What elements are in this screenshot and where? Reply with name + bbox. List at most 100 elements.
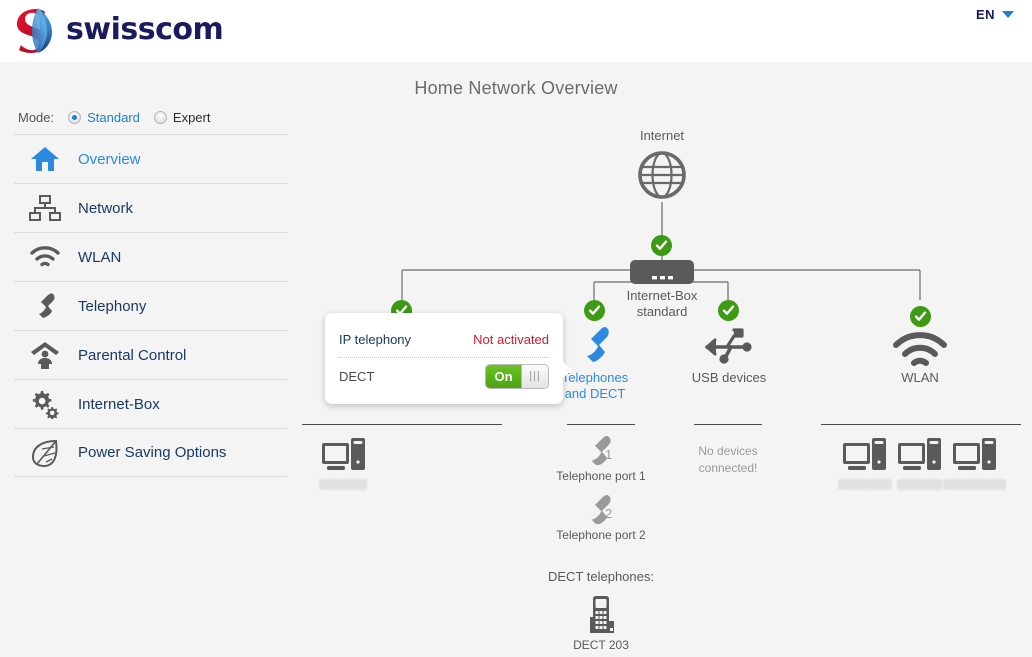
sidebar-item-internet-box-label: Internet-Box — [78, 395, 160, 413]
telephone-port-1[interactable]: 1 Telephone port 1 — [541, 434, 661, 483]
sidebar-item-network-label: Network — [78, 199, 134, 217]
desktop-pc-icon — [831, 436, 899, 476]
phone-handset-icon — [28, 289, 62, 323]
ip-telephony-label: IP telephony — [339, 331, 412, 347]
device-ethernet-1[interactable] — [310, 436, 378, 490]
sidebar-item-parental-control-label: Parental Control — [78, 346, 187, 364]
sidebar-item-overview[interactable]: Overview — [14, 134, 287, 183]
usb-empty-line1: No devices — [698, 444, 758, 458]
telephone-port-1-badge: 1 — [605, 447, 613, 462]
node-internet-label: Internet — [639, 128, 685, 143]
node-telephony-label-line2[interactable]: and DECT — [564, 386, 626, 401]
column-separator-telephony — [567, 424, 635, 425]
device-label-blurred — [320, 479, 368, 490]
popup-row-ip-telephony: IP telephony Not activated — [339, 321, 549, 357]
brand-logo[interactable]: swisscom — [14, 6, 224, 54]
grip-lines-icon: ||| — [521, 364, 548, 388]
dect-toggle-state-label: On — [486, 364, 521, 388]
node-router-label-line2: standard — [636, 304, 688, 319]
desktop-pc-icon — [886, 436, 954, 476]
sidebar-item-wlan[interactable]: WLAN — [14, 232, 287, 281]
popup-row-dect: DECT On ||| — [339, 358, 549, 394]
column-separator-wlan — [821, 424, 1021, 425]
desktop-pc-icon — [310, 436, 378, 476]
language-selector[interactable]: EN — [976, 7, 1014, 22]
column-separator-ethernet — [302, 424, 502, 425]
check-icon — [655, 240, 668, 250]
device-wlan-1[interactable] — [831, 436, 899, 490]
wifi-icon — [870, 332, 970, 366]
phone-handset-grey-icon: 1 — [541, 434, 661, 466]
globe-icon — [612, 149, 712, 201]
check-icon — [914, 311, 927, 321]
brand-name: swisscom — [66, 12, 224, 47]
dect-handset-icon — [561, 595, 641, 635]
telephone-port-2-label: Telephone port 2 — [556, 528, 646, 542]
device-label-blurred — [839, 479, 891, 490]
network-tree-icon — [28, 191, 62, 225]
leaf-icon — [28, 436, 62, 470]
status-badge-internet — [651, 235, 672, 256]
usb-icon — [679, 328, 779, 366]
check-icon — [722, 305, 735, 315]
sidebar-item-telephony[interactable]: Telephony — [14, 281, 287, 330]
telephony-info-popup: IP telephony Not activated DECT On ||| — [325, 313, 572, 404]
mode-option-expert[interactable]: Expert — [153, 110, 210, 125]
sidebar-item-power-saving-options-label: Power Saving Options — [78, 444, 227, 461]
wifi-icon — [28, 240, 62, 274]
status-badge-telephony — [584, 300, 605, 321]
mode-switcher: Mode: Standard Expert — [0, 100, 290, 134]
router-box-icon — [607, 260, 717, 284]
dect-label: DECT — [339, 368, 375, 384]
sidebar-item-overview-label: Overview — [78, 150, 141, 168]
popup-divider — [339, 357, 549, 358]
node-usb-label: USB devices — [691, 370, 767, 385]
page-title: Home Network Overview — [414, 78, 618, 98]
telephone-port-2[interactable]: 2 Telephone port 2 — [541, 493, 661, 542]
node-internet[interactable]: Internet — [612, 128, 712, 201]
check-icon — [588, 305, 601, 315]
device-wlan-3[interactable] — [941, 436, 1009, 490]
device-label-blurred — [898, 479, 942, 490]
status-badge-wlan — [910, 306, 931, 327]
gears-icon — [28, 387, 62, 421]
mode-option-standard-label: Standard — [87, 109, 140, 125]
sidebar-item-wlan-label: WLAN — [78, 248, 122, 266]
language-label: EN — [975, 7, 995, 22]
network-diagram: Internet Internet-Box standard — [280, 100, 1032, 657]
sidebar-item-internet-box[interactable]: Internet-Box — [14, 379, 287, 428]
radio-standard-icon[interactable] — [68, 110, 82, 124]
radio-expert-icon[interactable] — [153, 110, 167, 124]
desktop-pc-icon — [941, 436, 1009, 476]
node-telephony[interactable]: Telephones and DECT — [552, 324, 638, 402]
sidebar-item-network[interactable]: Network — [14, 183, 287, 232]
sidebar-item-power-saving-options[interactable]: Power Saving Options — [14, 428, 287, 477]
dect-toggle[interactable]: On ||| — [485, 363, 549, 389]
node-telephony-label-line1[interactable]: Telephones — [561, 370, 629, 385]
parental-control-icon — [28, 338, 62, 372]
mode-option-standard[interactable]: Standard — [68, 110, 140, 125]
sidebar-item-parental-control[interactable]: Parental Control — [14, 330, 287, 379]
ip-telephony-status: Not activated — [473, 331, 549, 347]
dect-device-1-label: DECT 203 — [573, 638, 629, 652]
device-wlan-2[interactable] — [886, 436, 954, 490]
app-header: swisscom EN — [0, 0, 1032, 62]
node-router-label-line1: Internet-Box — [626, 288, 698, 303]
node-usb[interactable]: USB devices — [679, 328, 779, 386]
dect-device-1[interactable]: DECT 203 — [561, 595, 641, 652]
node-wlan-label: WLAN — [901, 370, 939, 385]
status-badge-usb — [718, 300, 739, 321]
sidebar: Mode: Standard Expert Overview Network — [0, 100, 290, 477]
usb-empty-state: No devices connected! — [688, 443, 768, 477]
phone-handset-blue-icon — [552, 324, 638, 366]
sidebar-item-telephony-label: Telephony — [78, 297, 147, 315]
node-wlan[interactable]: WLAN — [870, 332, 970, 386]
column-separator-usb — [694, 424, 762, 425]
usb-empty-line2: connected! — [698, 461, 758, 475]
telephone-port-1-label: Telephone port 1 — [556, 469, 646, 483]
node-router[interactable]: Internet-Box standard — [607, 260, 717, 320]
telephone-port-2-badge: 2 — [605, 506, 613, 521]
phone-handset-grey-icon: 2 — [541, 493, 661, 525]
mode-label: Mode: — [18, 109, 55, 125]
device-label-blurred — [944, 479, 1006, 490]
